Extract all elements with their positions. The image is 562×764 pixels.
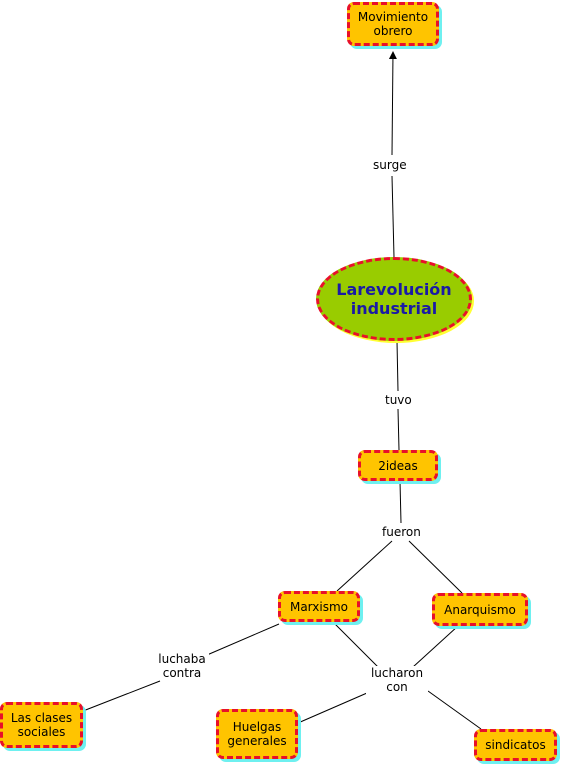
node-huelgas-generales[interactable]: Huelgas generales <box>216 709 298 759</box>
edge-luchaba-to-clases <box>82 680 161 712</box>
edge-marxismo-to-luchaba <box>206 623 280 656</box>
edge-fueron-to-marxismo <box>336 540 393 592</box>
node-revolucion-industrial[interactable]: Larevolución industrial <box>316 257 472 341</box>
node-las-clases-sociales[interactable]: Las clases sociales <box>0 702 83 748</box>
link-label-fueron: fueron <box>381 525 422 539</box>
node-sindicatos[interactable]: sindicatos <box>474 729 557 761</box>
node-movimiento-obrero[interactable]: Movimiento obrero <box>347 2 439 46</box>
node-anarquismo-text: Anarquismo <box>444 602 516 617</box>
edge-surge-to-movimiento <box>388 51 397 156</box>
edge-ideas-to-fueron <box>399 480 402 524</box>
node-movimiento-obrero-text: Movimiento obrero <box>357 10 429 38</box>
link-label-luchaba-contra: luchaba contra <box>155 652 209 680</box>
node-huelgas-generales-text: Huelgas generales <box>227 720 287 748</box>
node-marxismo[interactable]: Marxismo <box>278 591 360 622</box>
edge-marxismo-to-lucharon <box>332 621 379 668</box>
link-label-surge: surge <box>372 158 408 172</box>
node-sindicatos-text: sindicatos <box>485 738 546 752</box>
edge-tuvo-to-ideas <box>397 408 400 451</box>
edge-fueron-to-anarquismo <box>408 540 463 594</box>
edge-revolucion-to-surge <box>391 175 395 258</box>
node-las-clases-sociales-text: Las clases sociales <box>10 711 73 739</box>
edge-revolucion-to-tuvo <box>396 340 399 392</box>
node-2ideas[interactable]: 2ideas <box>358 450 438 481</box>
node-anarquismo[interactable]: Anarquismo <box>432 593 528 626</box>
edge-anarquismo-to-lucharon <box>412 625 459 668</box>
node-marxismo-text: Marxismo <box>289 599 349 614</box>
link-label-lucharon-con: lucharon con <box>366 666 428 694</box>
link-label-tuvo: tuvo <box>384 393 413 407</box>
node-revolucion-industrial-text: Larevolución industrial <box>336 280 452 318</box>
node-2ideas-text: 2ideas <box>378 458 418 473</box>
edge-lucharon-to-huelgas <box>297 692 368 724</box>
edge-lucharon-to-sindicatos <box>427 690 482 730</box>
